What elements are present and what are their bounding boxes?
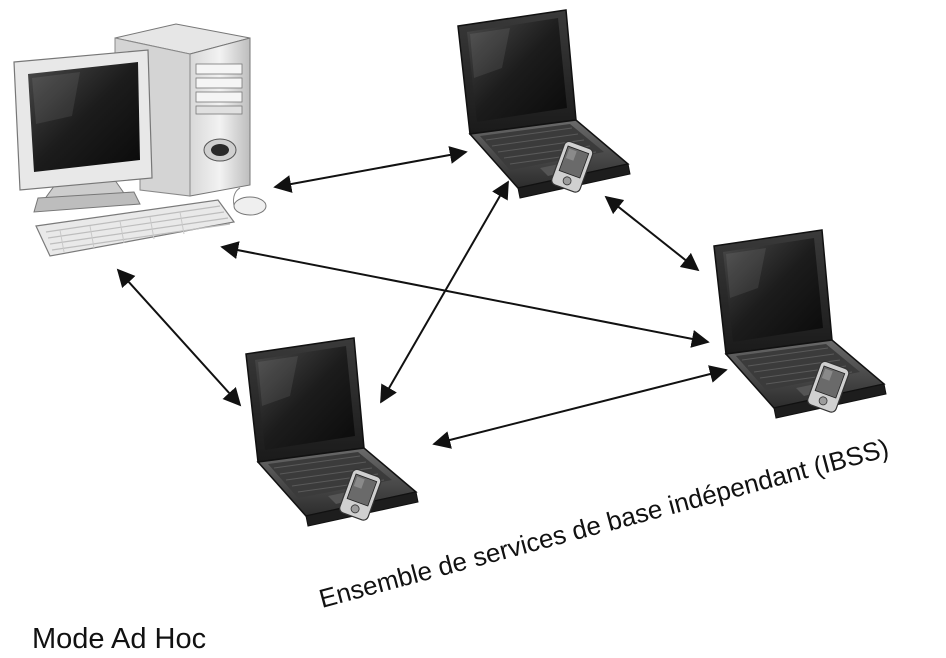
network-links [116, 146, 728, 449]
mode-caption: Mode Ad Hoc [32, 623, 206, 655]
link-desktop-laptop-top [273, 146, 468, 193]
laptop-bottom-icon [245, 337, 419, 527]
laptop-right-icon [713, 229, 887, 419]
ibss-caption: Ensemble de services de base indépendant… [316, 433, 892, 614]
laptop-top-icon [457, 9, 631, 199]
desktop-computer-icon [13, 23, 267, 257]
link-laptop-bottom-laptop-right [432, 365, 728, 449]
link-desktop-laptop-bottom [116, 268, 242, 407]
link-desktop-laptop-right [220, 241, 710, 348]
link-laptop-top-laptop-bottom [380, 180, 509, 404]
link-laptop-top-laptop-right [604, 195, 700, 272]
